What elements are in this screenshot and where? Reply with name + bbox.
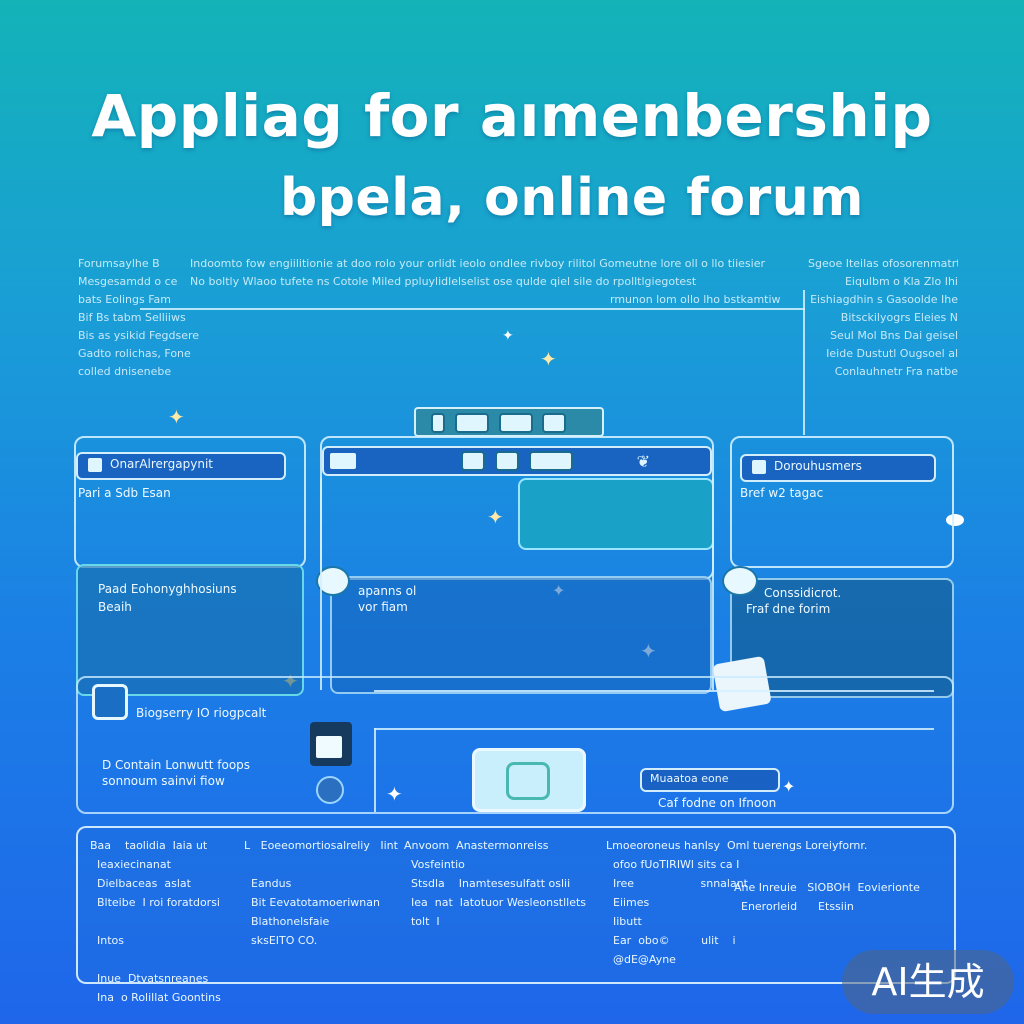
sparkle-icon: ✦ — [487, 507, 504, 529]
divider-line — [140, 308, 805, 310]
divider-line — [803, 290, 805, 435]
chat-icon — [506, 762, 550, 800]
bottom-column-4: Lmoeoroneus hanlsy Oml ­tuerengs Loreiyf… — [606, 839, 868, 966]
right-window-subtitle: Bref w2 tagac — [740, 486, 824, 500]
menu-icon — [752, 459, 766, 474]
connector-line — [374, 728, 934, 730]
toolbar-button[interactable] — [461, 451, 486, 471]
right-footer-pill[interactable]: Muaatoa eone — [640, 768, 780, 792]
toolbar-button[interactable] — [454, 413, 489, 433]
connector-line — [374, 690, 934, 692]
sparkle-icon: ✦ — [782, 779, 796, 796]
top-toolbar — [414, 407, 604, 437]
toolbar-button[interactable] — [431, 413, 445, 433]
left-card-text: Beaih — [98, 600, 132, 614]
right-card-text: Conssidicrot. — [764, 586, 842, 600]
page-subtitle: bpela, online forum — [280, 168, 864, 228]
footer-text: sonnoum sainvi fiow — [102, 774, 225, 788]
ai-generated-badge: AI生成 — [842, 950, 1014, 1014]
sparkle-icon: ✦ — [540, 349, 557, 371]
center-card-text: apanns ol — [358, 584, 417, 598]
toolbar-button[interactable] — [542, 413, 567, 433]
left-card-text: Paad Eohonyghhosiuns — [98, 582, 237, 596]
page-title: Appliag for aımenbership — [91, 82, 933, 150]
toolbar-button[interactable] — [528, 451, 573, 471]
settings-icon[interactable] — [92, 684, 128, 720]
intro-right-text: Sgeoe Iteilas ofosorenmatrt Eiqulbm o Kl… — [808, 257, 958, 378]
toolbar-button[interactable] — [498, 413, 533, 433]
document-icon — [316, 736, 342, 758]
intro-left-text: Forumsaylhe B Mesgesamdd o ce bats Eolin… — [78, 257, 200, 378]
center-card-text: vor fiam — [358, 600, 408, 614]
left-card — [76, 564, 304, 696]
sparkle-icon: ✦ — [386, 784, 403, 806]
cloud-icon — [946, 514, 964, 526]
window-icon — [330, 453, 356, 469]
right-card-text: Fraf dne forim — [746, 602, 831, 616]
sparkle-icon: ✦ — [168, 407, 185, 429]
intro-center-text: Indoomto fow engiilitionie at doo rolo y… — [190, 257, 781, 306]
center-card — [330, 576, 712, 694]
sparkle-icon: ✦ — [502, 327, 514, 343]
connector-line — [320, 478, 322, 690]
connector-line — [712, 478, 714, 690]
content-box — [518, 478, 714, 550]
moon-icon[interactable] — [316, 776, 344, 804]
settings-label: Biogserry IO riogpcalt — [136, 706, 267, 720]
toolbar-button[interactable] — [495, 451, 519, 471]
connector-line — [374, 728, 376, 812]
center-window-toolbar: ❦ — [322, 446, 712, 476]
right-window — [730, 436, 954, 568]
bottom-column-3: Anvoom Anastermonreiss Vosfeintio Stsdla… — [404, 839, 587, 928]
right-window-header[interactable]: Dorouhusmers — [740, 454, 936, 482]
lower-window — [76, 676, 954, 814]
footer-text: D Contain Lonwutt foops — [102, 758, 251, 772]
feather-icon: ❦ — [636, 452, 650, 471]
chat-bubble-icon[interactable] — [722, 566, 758, 596]
left-window-subtitle: Pari a Sdb Esan — [78, 486, 171, 500]
right-footer-text: Caf fodne on Ifnoon — [658, 796, 777, 810]
bottom-column-2: L Eoeeomortiosalreliy Iint Eandus Bit Ee… — [244, 839, 398, 947]
bottom-column-1: Baa taolidia Iaia ut Ieaxiecinanat Dielb… — [90, 839, 221, 1004]
forum-logo-icon — [472, 748, 586, 812]
left-window-header[interactable]: OnarAlrergapynit — [76, 452, 286, 480]
bottom-column-5: Ane Inreuie SIOBOH Eovierionte Enerorlei… — [734, 881, 920, 913]
menu-icon — [88, 457, 102, 472]
bottom-info-panel — [76, 826, 956, 984]
